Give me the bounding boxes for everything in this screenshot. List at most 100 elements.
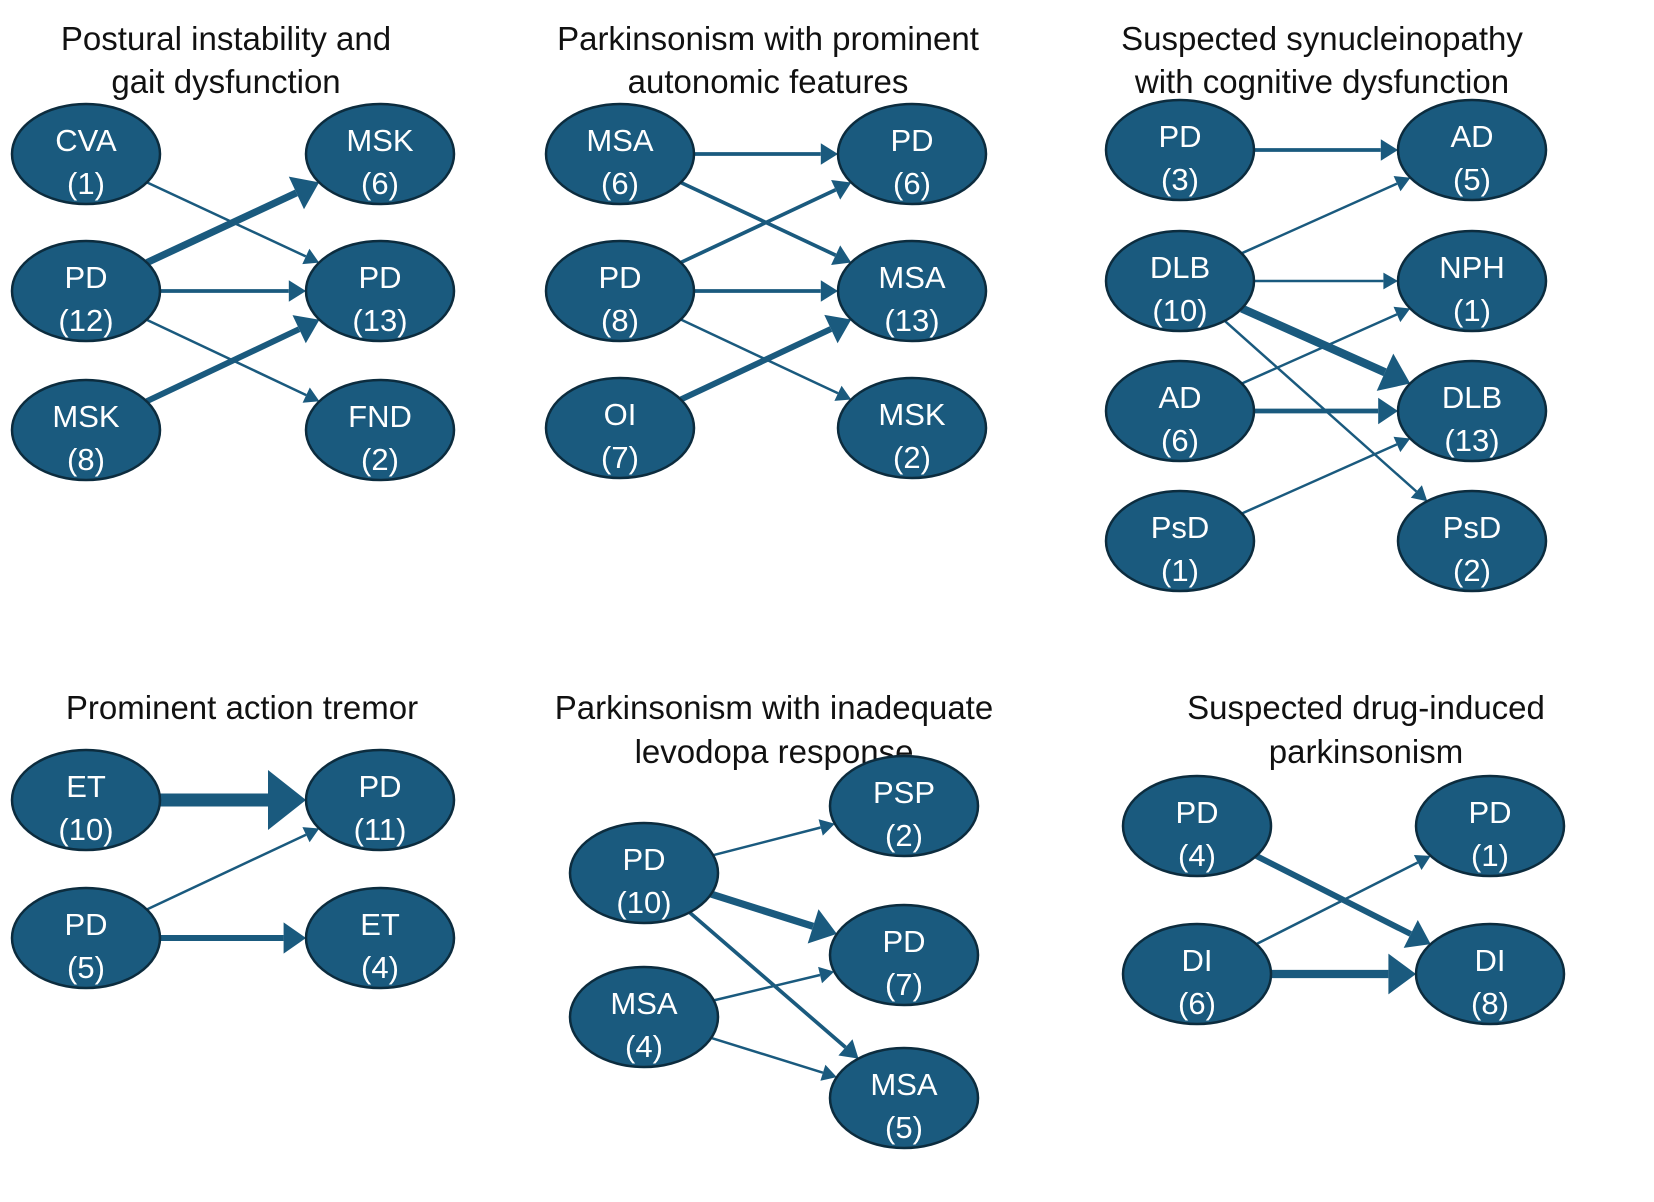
edge-line	[680, 180, 837, 257]
node-count: (5)	[67, 950, 105, 985]
edge-arrowhead	[1393, 176, 1411, 192]
panel-title-line: Parkinsonism with inadequate	[555, 689, 993, 726]
edge-arrowhead	[302, 827, 320, 843]
node-ellipse	[1104, 229, 1256, 333]
right-node: PD(13)	[304, 239, 456, 343]
edge-group	[679, 143, 852, 403]
panel-title-line: parkinsonism	[1269, 733, 1463, 770]
node-label: MSA	[610, 986, 678, 1021]
edge-arrowhead	[818, 966, 835, 984]
panel-tremor: Prominent action tremorET(10)PD(5)PD(11)…	[10, 689, 456, 990]
edge-line	[688, 911, 847, 1049]
node-ellipse	[836, 239, 988, 343]
edge-line	[146, 833, 307, 911]
node-count: (6)	[893, 166, 931, 201]
node-ellipse	[10, 748, 162, 852]
node-label: PSP	[873, 775, 935, 810]
node-ellipse	[304, 378, 456, 482]
node-ellipse	[544, 102, 696, 206]
edge-arrowhead	[1393, 436, 1411, 453]
node-label: AD	[1450, 119, 1493, 154]
right-node: AD(5)	[1396, 98, 1548, 202]
edge-arrowhead	[818, 819, 835, 836]
node-ellipse	[1396, 98, 1548, 202]
node-ellipse	[1396, 489, 1548, 593]
node-count: (10)	[616, 885, 671, 920]
node-label: NPH	[1439, 250, 1504, 285]
edge-line	[1255, 861, 1419, 946]
right-node: PD (1)	[1414, 774, 1566, 878]
node-count: (13)	[884, 303, 939, 338]
node-ellipse	[568, 965, 720, 1069]
right-node: ET(4)	[304, 886, 456, 990]
left-node: MSA (4)	[568, 965, 720, 1069]
right-node: MSK(6)	[304, 102, 456, 206]
edge-line	[1241, 313, 1398, 385]
node-count: (4)	[625, 1029, 663, 1064]
edge-arrowhead	[1403, 920, 1431, 948]
edge-group	[145, 176, 320, 405]
right-node: MSA(13)	[836, 239, 988, 343]
right-node: PsD(2)	[1396, 489, 1548, 593]
node-label: ET	[66, 769, 106, 804]
left-node: ET (10)	[10, 748, 162, 852]
node-label: AD	[1158, 380, 1201, 415]
edge-arrowhead	[1380, 139, 1398, 161]
edge-arrowhead	[1413, 855, 1431, 870]
node-label: PD	[622, 842, 665, 877]
node-label: MSK	[52, 399, 120, 434]
edge-group	[1223, 139, 1428, 515]
edge-arrowhead	[292, 315, 320, 344]
edge-arrowhead	[288, 176, 320, 210]
node-label: PD	[882, 924, 925, 959]
edge-arrowhead	[824, 314, 852, 344]
node-ellipse	[828, 754, 980, 858]
edge-line	[680, 188, 837, 265]
right-node: PD(6)	[836, 102, 988, 206]
node-ellipse	[1414, 774, 1566, 878]
node-label: PD	[1158, 119, 1201, 154]
right-node: FND(2)	[304, 378, 456, 482]
edge-arrowhead	[1393, 306, 1411, 323]
edge-line	[145, 326, 301, 405]
right-node: MSK(2)	[836, 376, 988, 480]
left-node: PD (5)	[10, 886, 162, 990]
node-count: (1)	[1471, 838, 1509, 873]
right-node: MSA(5)	[828, 1046, 980, 1150]
panel-title-line: Suspected drug-induced	[1187, 689, 1545, 726]
node-ellipse	[304, 886, 456, 990]
node-ellipse	[544, 376, 696, 480]
node-count: (10)	[58, 812, 113, 847]
node-count: (6)	[1178, 986, 1216, 1021]
node-ellipse	[568, 821, 720, 925]
node-ellipse	[1104, 98, 1256, 202]
node-count: (7)	[601, 440, 639, 475]
node-count: (4)	[361, 950, 399, 985]
node-count: (6)	[361, 166, 399, 201]
edge-line	[713, 973, 821, 1002]
edge-arrowhead	[283, 922, 306, 954]
node-label: PsD	[1151, 510, 1210, 545]
node-ellipse	[836, 376, 988, 480]
panel-title-line: Prominent action tremor	[66, 689, 418, 726]
node-ellipse	[544, 239, 696, 343]
node-label: PD	[64, 907, 107, 942]
left-node: DI(6)	[1121, 922, 1273, 1026]
edge-arrowhead	[288, 280, 306, 302]
panel-title-line: autonomic features	[628, 63, 909, 100]
right-node: NPH(1)	[1396, 229, 1548, 333]
node-ellipse	[1396, 229, 1548, 333]
panel-title-line: Postural instability and	[61, 20, 391, 57]
node-ellipse	[1104, 359, 1256, 463]
edge-line	[1223, 319, 1418, 493]
node-label: DI	[1475, 943, 1506, 978]
node-count: (6)	[1161, 423, 1199, 458]
node-ellipse	[828, 1046, 980, 1150]
edge-group	[688, 819, 859, 1081]
node-label: PD	[1468, 795, 1511, 830]
left-node: PD (10)	[568, 821, 720, 925]
node-count: (2)	[1453, 553, 1491, 588]
node-ellipse	[10, 886, 162, 990]
